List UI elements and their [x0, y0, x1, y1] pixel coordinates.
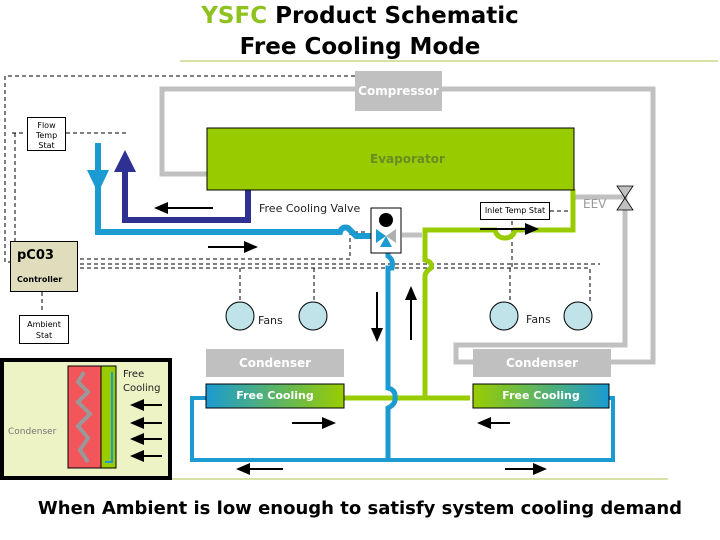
caption: When Ambient is low enough to satisfy sy…	[37, 498, 683, 519]
compressor[interactable]: Compressor	[355, 71, 442, 111]
pc03-controller[interactable]: pC03 Controller	[10, 241, 78, 292]
condenser-left-label: Condenser	[238, 356, 312, 370]
evaporator[interactable]	[206, 127, 575, 191]
inset-condenser-label: Condenser	[8, 427, 57, 437]
free-cooling-left-label: Free Cooling	[236, 389, 314, 402]
ambient-stat[interactable]: Ambient Stat	[19, 315, 69, 344]
free-cooling-right-label: Free Cooling	[502, 389, 580, 402]
fan-icon	[563, 301, 593, 331]
condenser-left[interactable]	[206, 349, 344, 377]
fan-icon	[489, 301, 519, 331]
title-line-2: Free Cooling Mode	[239, 34, 481, 60]
fans-right-label: Fans	[526, 313, 551, 326]
free-cooling-coil-right[interactable]	[472, 383, 610, 409]
condenser-right-label: Condenser	[505, 356, 579, 370]
supply-flow-arrow-icon	[87, 170, 109, 193]
fan-icon	[298, 301, 328, 331]
glycol-supply-pipe	[95, 143, 378, 239]
glycol-valve-outlet-pipe	[385, 250, 398, 460]
control-wiring	[4, 75, 600, 313]
evaporator-label: Evaporator	[370, 152, 445, 166]
flow-arrows	[154, 202, 547, 475]
inset-condenser-coil	[67, 365, 102, 469]
fan-icon	[225, 301, 255, 331]
condenser-right[interactable]	[473, 349, 611, 377]
return-pipe	[122, 165, 251, 223]
inset-free-cooling-coil	[100, 365, 117, 469]
eev-valve-icon[interactable]	[616, 185, 634, 199]
free-cooling-coil-left[interactable]	[205, 383, 345, 409]
valve-actuator-icon	[379, 213, 393, 227]
title-rest: Product Schematic	[267, 3, 519, 29]
inlet-temp-stat[interactable]: Inlet Temp Stat	[480, 202, 550, 220]
eev-label: EEV	[583, 197, 607, 211]
controller-model: pC03	[17, 248, 54, 263]
free-cooling-valve-label: Free Cooling Valve	[259, 202, 361, 215]
flow-temp-stat[interactable]: Flow Temp Stat	[27, 117, 66, 151]
title-line-1: YSFC Product Schematic	[0, 2, 720, 30]
return-flow-arrow-icon	[114, 150, 136, 172]
fans-left-label: Fans	[258, 314, 283, 327]
brand-name: YSFC	[201, 3, 268, 29]
controller-label: Controller	[17, 275, 63, 284]
evaporator-outlet-pipe	[300, 189, 576, 401]
inset-free-cooling-label: Free Cooling	[123, 369, 161, 394]
